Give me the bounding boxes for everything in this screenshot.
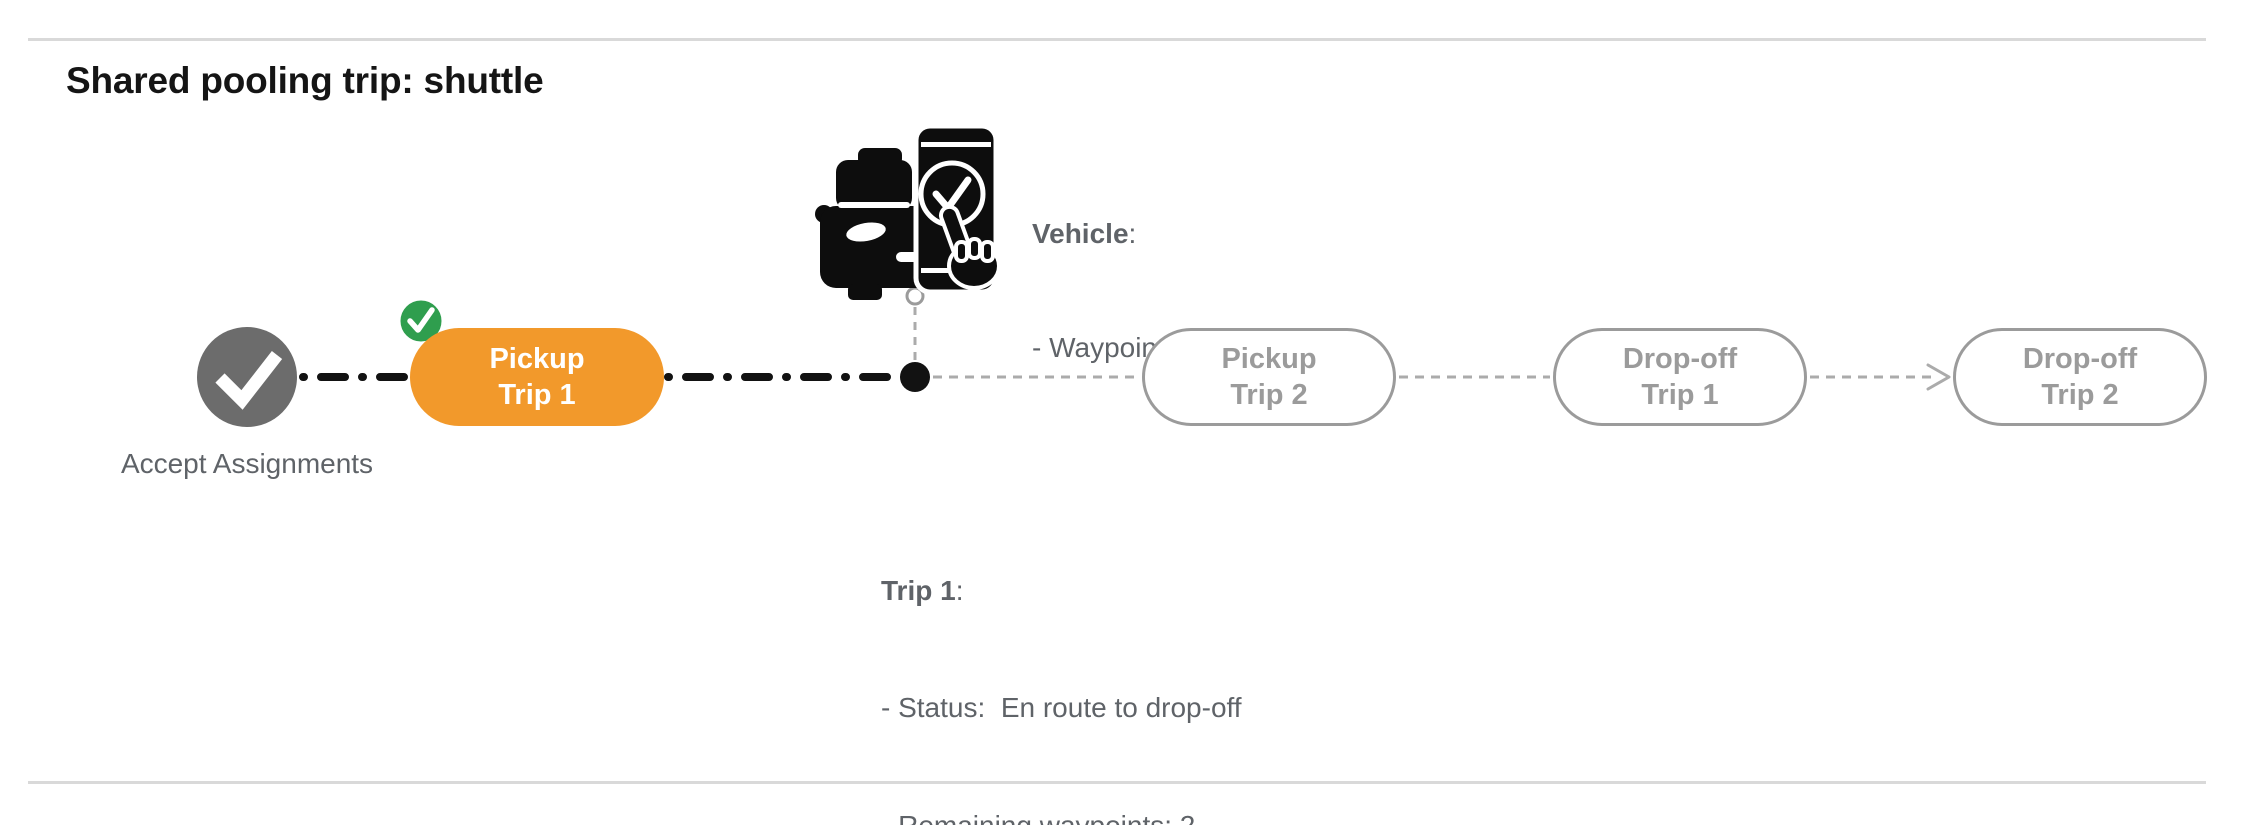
step-dropoff-trip1: Drop-off Trip 1 [1553, 328, 1807, 426]
step-label-line1: Drop-off [1622, 343, 1738, 375]
trip1-status-line: - Status: En route to drop-off [881, 692, 1242, 724]
step-label-line1: Pickup [1221, 343, 1317, 375]
arrowhead-icon [1926, 363, 1951, 391]
accept-node-circle [197, 327, 297, 427]
car-icon [815, 148, 938, 300]
trip1-waypoints-line: - Remaining waypoints: 2 [881, 806, 1242, 825]
accept-node [197, 327, 297, 427]
trip1-heading: Trip 1: [881, 574, 964, 606]
accept-node-label: Accept Assignments [120, 448, 374, 479]
hand-icon [938, 204, 1001, 290]
trip-details: Trip 1: - Status: En route to drop-off -… [881, 492, 1242, 825]
top-divider [28, 38, 2206, 41]
step-label-line2: Trip 1 [498, 379, 576, 411]
vehicle-info-heading: Vehicle: [1032, 218, 1137, 249]
step-dropoff-trip2: Drop-off Trip 2 [1953, 328, 2207, 426]
page-title: Shared pooling trip: shuttle [66, 60, 544, 101]
step-label-line1: Pickup [489, 343, 585, 375]
completed-badge [397, 297, 445, 345]
bottom-divider [28, 781, 2206, 784]
step-label-line2: Trip 1 [1641, 379, 1719, 411]
step-label-line1: Drop-off [2022, 343, 2138, 375]
step-label-line2: Trip 2 [2041, 379, 2119, 411]
check-badge-icon [407, 307, 435, 333]
step-pickup-trip2: Pickup Trip 2 [1142, 328, 1396, 426]
step-label-line2: Trip 2 [1230, 379, 1308, 411]
vehicle-icon [815, 123, 1001, 300]
current-position-dot [900, 362, 930, 392]
check-icon [215, 351, 283, 410]
step-pickup-trip1: Pickup Trip 1 [410, 328, 664, 426]
